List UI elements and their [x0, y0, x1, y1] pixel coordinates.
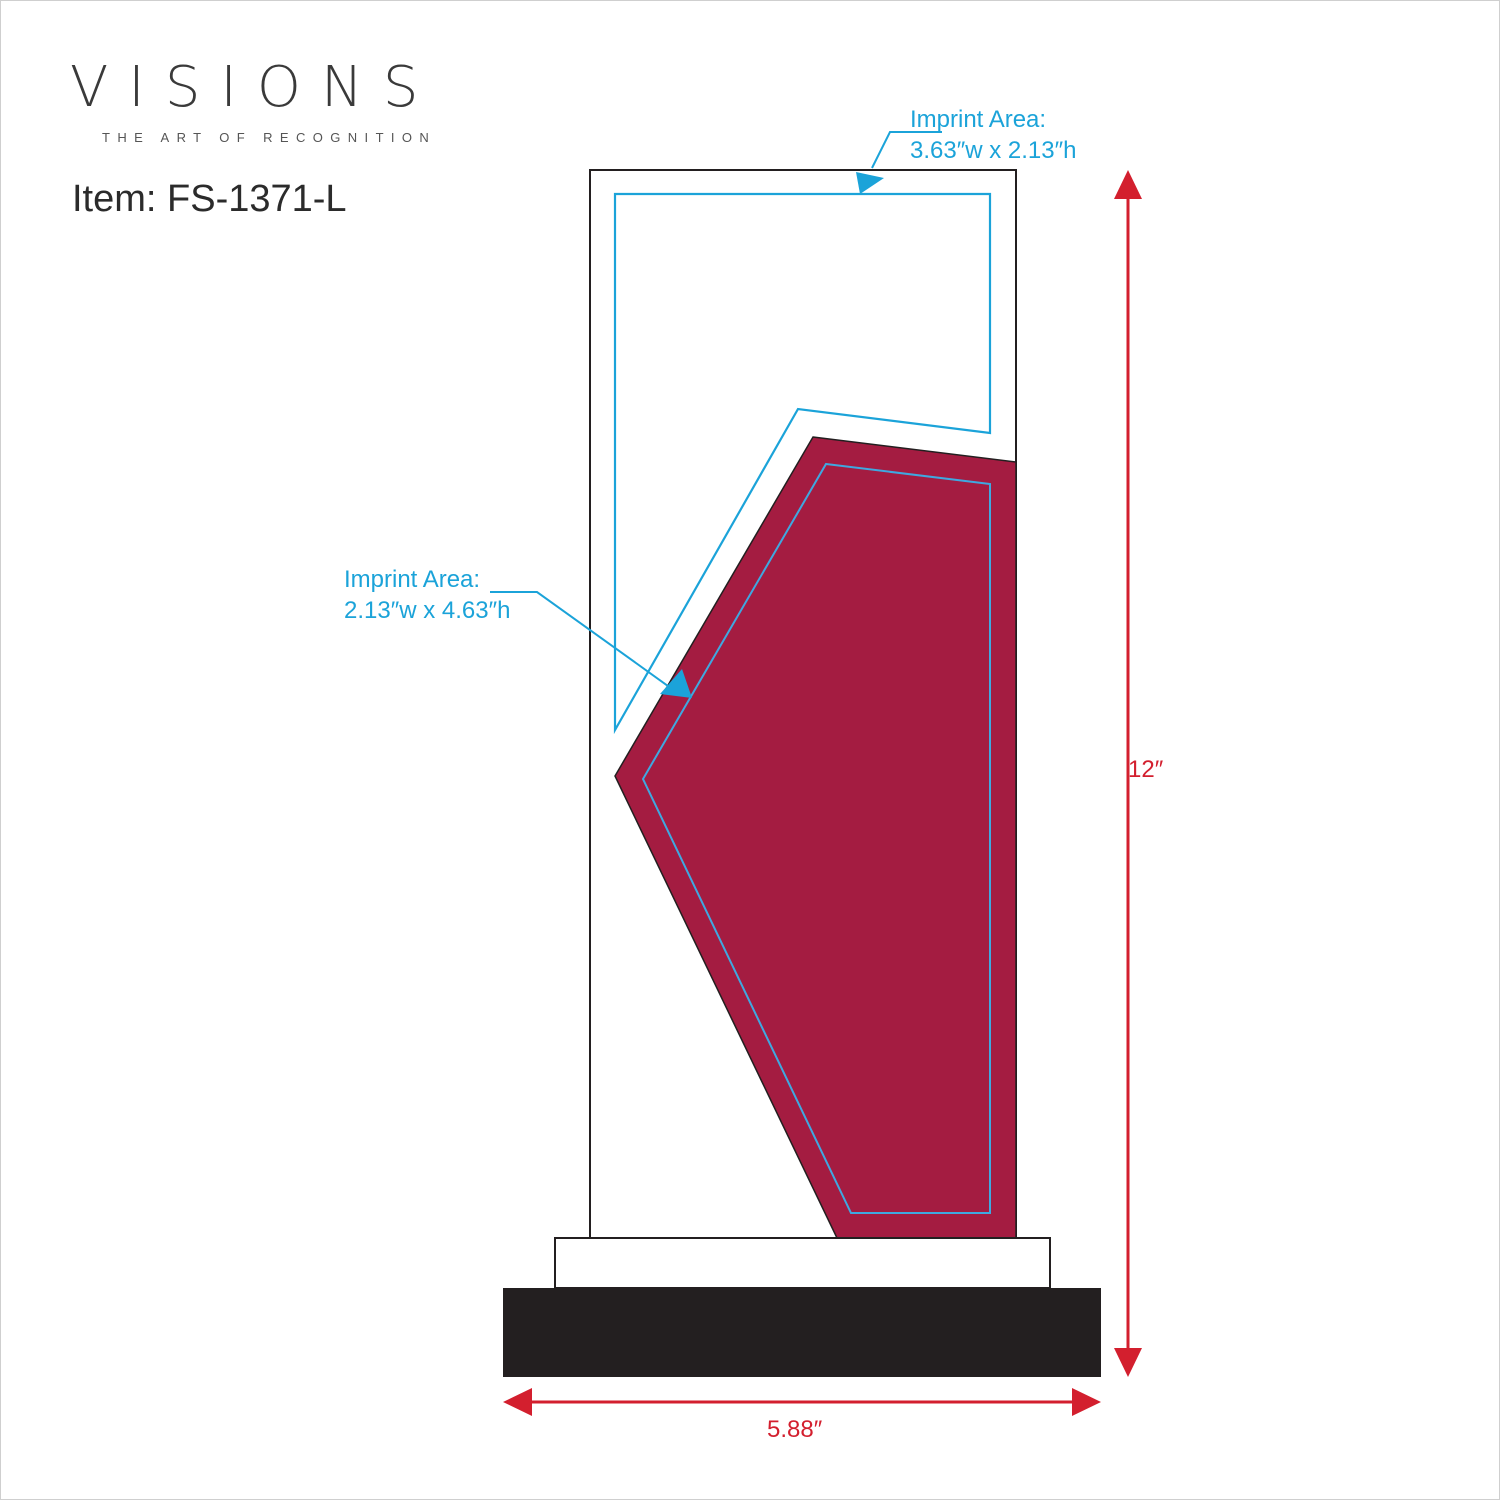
- width-arrow-left: [503, 1388, 532, 1416]
- award-base-top: [554, 1237, 1051, 1289]
- imprint-callout-middle-size: 2.13″w x 4.63″h: [344, 597, 511, 624]
- callout-top-arrowhead: [856, 172, 884, 194]
- width-arrow-right: [1072, 1388, 1101, 1416]
- award-base-bottom: [503, 1288, 1101, 1377]
- brand-tagline: THE ART OF RECOGNITION: [102, 130, 437, 145]
- callout-top-leader: [871, 131, 942, 169]
- height-arrow-bottom: [1114, 1348, 1142, 1377]
- imprint-callout-middle: Imprint Area: 2.13″w x 4.63″h: [344, 564, 510, 626]
- callout-middle-leader: [490, 591, 669, 687]
- imprint-callout-top: Imprint Area: 3.63″w x 2.13″h: [910, 104, 1076, 166]
- callout-middle-arrowhead: [660, 669, 692, 698]
- imprint-callout-top-label: Imprint Area:: [910, 106, 1047, 133]
- item-title: Item: FS-1371-L: [72, 178, 347, 220]
- imprint-callout-top-size: 3.63″w x 2.13″h: [910, 137, 1077, 164]
- height-dimension-label: 12″: [1128, 756, 1164, 783]
- imprint-area-top-outline: [613, 192, 992, 735]
- width-dimension-label: 5.88″: [767, 1416, 823, 1443]
- imprint-area-middle-outline: [641, 462, 991, 1214]
- height-arrow-top: [1114, 170, 1142, 199]
- imprint-callout-middle-label: Imprint Area:: [344, 566, 481, 593]
- brand-logo-wordmark: VISIONS: [70, 55, 439, 120]
